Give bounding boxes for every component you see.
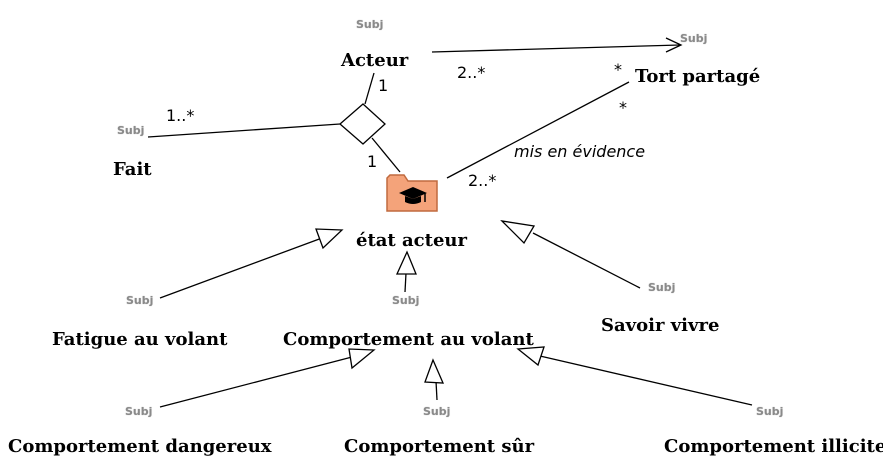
node-tort-partage: Tort partagé bbox=[635, 66, 761, 87]
gen-arrow-fatigue bbox=[315, 228, 344, 250]
gen-arrow-savoir bbox=[500, 220, 536, 245]
gen-savoir-etat bbox=[532, 232, 641, 289]
node-comportement-illicite: Comportement illicite bbox=[664, 436, 883, 457]
multiplicity-fait-diamond: 1..* bbox=[166, 106, 195, 125]
gen-illicite-volant bbox=[539, 355, 753, 406]
multiplicity-etat-tort-target: * bbox=[619, 98, 627, 117]
stereotype-acteur: Subj bbox=[356, 18, 384, 31]
stereotype-comportement-volant: Subj bbox=[392, 294, 420, 307]
gen-arrow-sur bbox=[424, 358, 445, 384]
stereotype-sur: Subj bbox=[423, 405, 451, 418]
edge-diamond-etat bbox=[371, 137, 401, 173]
node-comportement-au-volant: Comportement au volant bbox=[283, 329, 534, 350]
stereotype-tort-partage: Subj bbox=[680, 32, 708, 45]
arrowhead-tort bbox=[665, 37, 683, 53]
multiplicity-acteur-tort-source: 2..* bbox=[457, 63, 486, 82]
association-name-mis-en-evidence: mis en évidence bbox=[514, 142, 646, 161]
gen-sur-volant bbox=[435, 380, 438, 401]
multiplicity-etat-tort-source: 2..* bbox=[468, 171, 497, 190]
gen-arrow-dangereux bbox=[348, 348, 376, 370]
node-savoir-vivre: Savoir vivre bbox=[601, 315, 720, 336]
node-acteur: Acteur bbox=[341, 50, 409, 71]
node-fatigue-au-volant: Fatigue au volant bbox=[52, 329, 228, 350]
association-diamond bbox=[339, 103, 386, 145]
edge-etat-tort bbox=[446, 81, 630, 179]
node-etat-acteur: état acteur bbox=[356, 230, 467, 251]
node-comportement-sur: Comportement sûr bbox=[344, 436, 535, 457]
multiplicity-acteur-diamond: 1 bbox=[378, 76, 389, 95]
gen-arrow-comportement bbox=[395, 250, 417, 275]
gen-comportement-etat bbox=[404, 272, 407, 293]
stereotype-illicite: Subj bbox=[756, 405, 784, 418]
graduation-cap-folder-icon bbox=[386, 174, 438, 212]
multiplicity-acteur-tort-target: * bbox=[614, 60, 622, 79]
stereotype-fatigue: Subj bbox=[126, 294, 154, 307]
node-fait: Fait bbox=[113, 159, 152, 180]
stereotype-savoir-vivre: Subj bbox=[648, 281, 676, 294]
gen-fatigue-etat bbox=[159, 237, 323, 299]
node-comportement-dangereux: Comportement dangereux bbox=[8, 436, 272, 457]
multiplicity-etat-diamond: 1 bbox=[367, 152, 378, 171]
edge-acteur-tort bbox=[431, 44, 681, 53]
gen-arrow-illicite bbox=[516, 346, 545, 367]
edge-acteur-diamond bbox=[364, 72, 375, 105]
edge-fait-diamond bbox=[147, 123, 341, 138]
stereotype-fait: Subj bbox=[117, 124, 145, 137]
gen-dangereux-volant bbox=[159, 356, 353, 408]
stereotype-dangereux: Subj bbox=[125, 405, 153, 418]
